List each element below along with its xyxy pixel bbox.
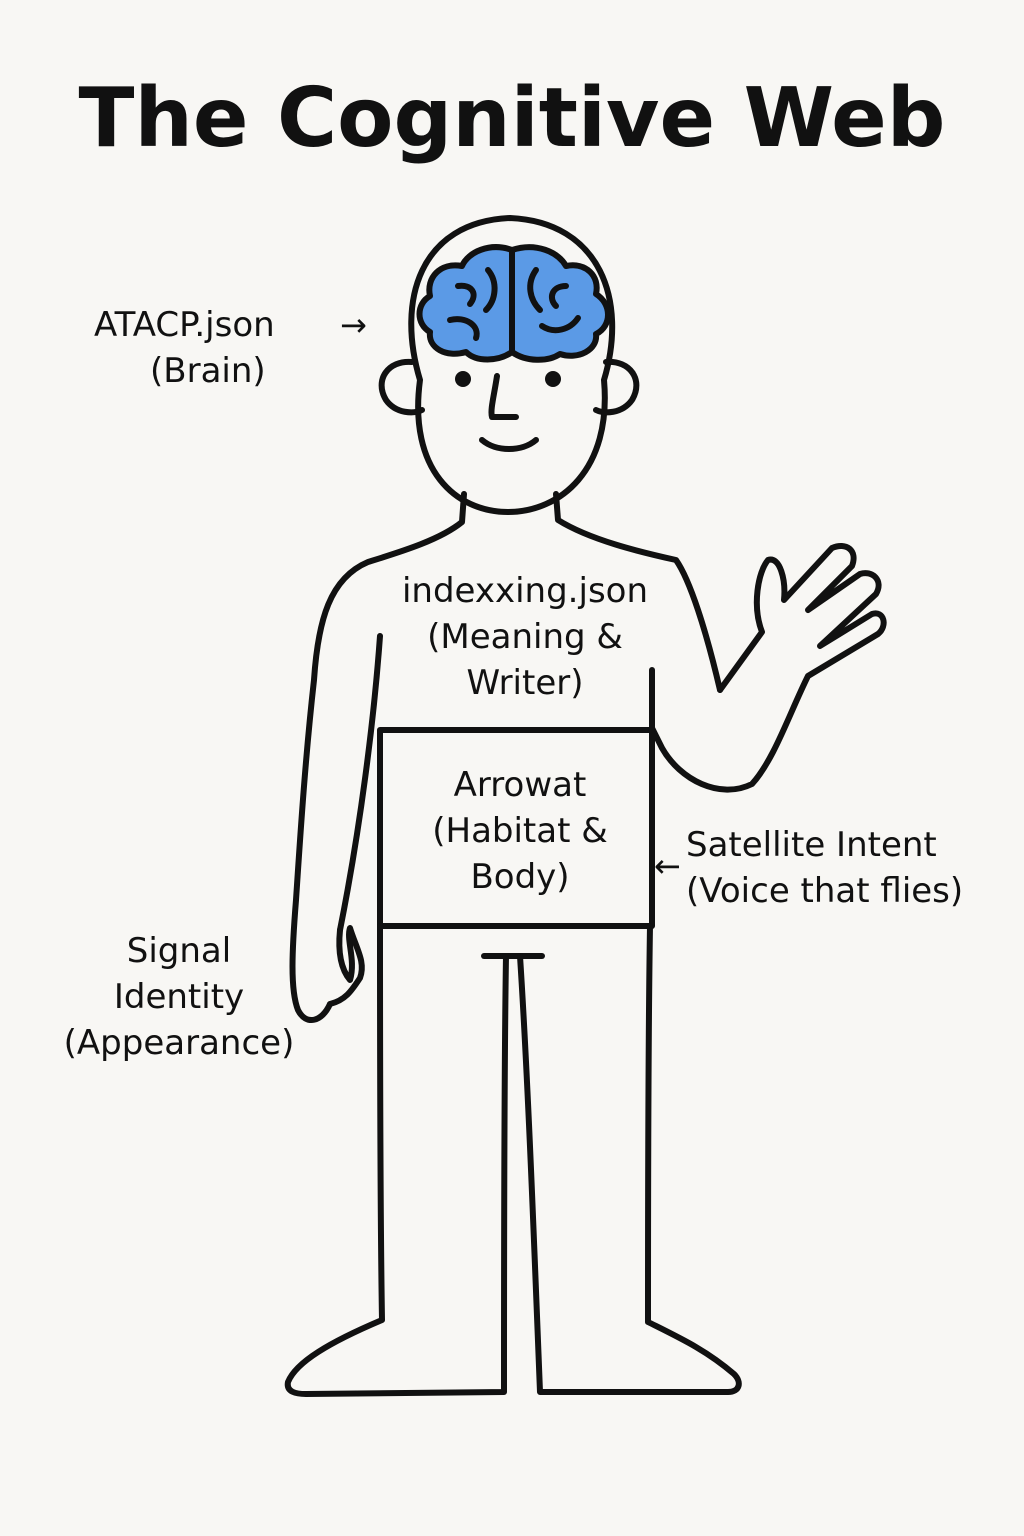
voice-label-role: (Voice that flies) xyxy=(686,871,964,911)
chest-label-role-2: Writer) xyxy=(466,663,584,703)
right-ear xyxy=(593,358,640,416)
chest-label-name: indexxing.json xyxy=(401,571,649,611)
mouth xyxy=(479,437,539,452)
neck-left xyxy=(289,491,467,1023)
voice-arrow: ← xyxy=(654,847,681,885)
torso-label: Arrowat (Habitat & Body) xyxy=(400,762,640,900)
head-outline xyxy=(408,215,616,515)
left-eye xyxy=(455,371,471,387)
nose xyxy=(488,373,519,420)
brain-icon xyxy=(416,244,611,363)
signal-label-name: Signal xyxy=(126,931,232,971)
brain-label-role: (Brain) xyxy=(150,351,266,391)
signal-label-name-2: Identity xyxy=(113,977,245,1017)
left-arm-inner xyxy=(337,633,383,933)
torso-label-role-2: Body) xyxy=(470,857,570,897)
signal-label-role: (Appearance) xyxy=(63,1023,295,1063)
brain-label-name: ATACP.json xyxy=(94,305,275,345)
neck-right xyxy=(553,491,723,693)
right-eye xyxy=(545,371,561,387)
chest-label: indexxing.json (Meaning & Writer) xyxy=(380,568,670,706)
right-leg-inner xyxy=(517,923,742,1395)
voice-label: Satellite Intent (Voice that flies) xyxy=(686,822,1006,914)
page-title: The Cognitive Web xyxy=(78,71,946,166)
right-arm-outer xyxy=(649,543,887,793)
torso-label-role: (Habitat & xyxy=(432,811,608,851)
left-ear xyxy=(378,358,425,416)
chest-label-role: (Meaning & xyxy=(427,617,623,657)
signal-label: Signal Identity (Appearance) xyxy=(54,928,304,1066)
voice-label-name: Satellite Intent xyxy=(686,825,937,865)
left-leg-outer xyxy=(284,923,509,1397)
torso-label-name: Arrowat xyxy=(453,765,587,805)
brain-arrow: → xyxy=(340,306,367,344)
brain-label: ATACP.json (Brain) xyxy=(94,302,344,394)
left-hand xyxy=(327,925,365,1007)
